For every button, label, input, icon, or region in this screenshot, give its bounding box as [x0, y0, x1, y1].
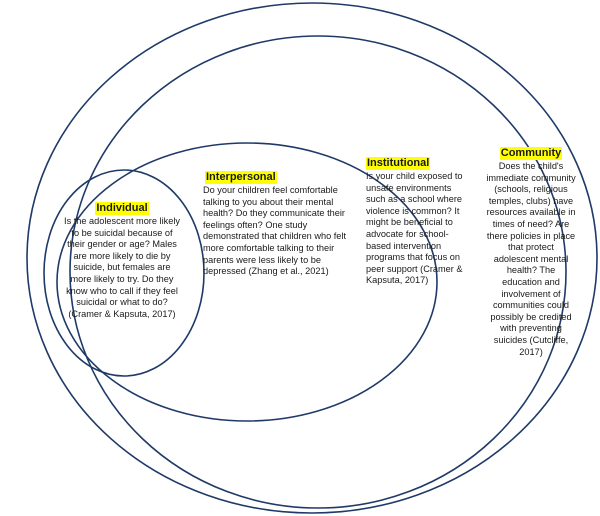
community-title: Community: [499, 147, 563, 160]
institutional-level: Institutional Is your child exposed to u…: [366, 153, 471, 287]
individual-title: Individual: [95, 202, 149, 215]
individual-ring: [43, 169, 205, 377]
institutional-ring: [69, 35, 567, 509]
individual-level: Individual Is the adolescent more likely…: [62, 198, 182, 320]
interpersonal-ring: [56, 142, 438, 422]
community-ring: [26, 2, 598, 514]
institutional-text: Is your child exposed to unsafe environm…: [366, 171, 463, 286]
individual-text: Is the adolescent more likely to be suic…: [64, 216, 180, 319]
community-text: Does the child's immediate community (sc…: [486, 161, 576, 357]
interpersonal-title: Interpersonal: [205, 171, 277, 184]
institutional-title: Institutional: [366, 157, 431, 170]
interpersonal-text: Do your children feel comfortable talkin…: [203, 185, 346, 277]
community-level: Community Does the child's immediate com…: [486, 143, 576, 358]
interpersonal-level: Interpersonal Do your children feel comf…: [203, 167, 353, 278]
